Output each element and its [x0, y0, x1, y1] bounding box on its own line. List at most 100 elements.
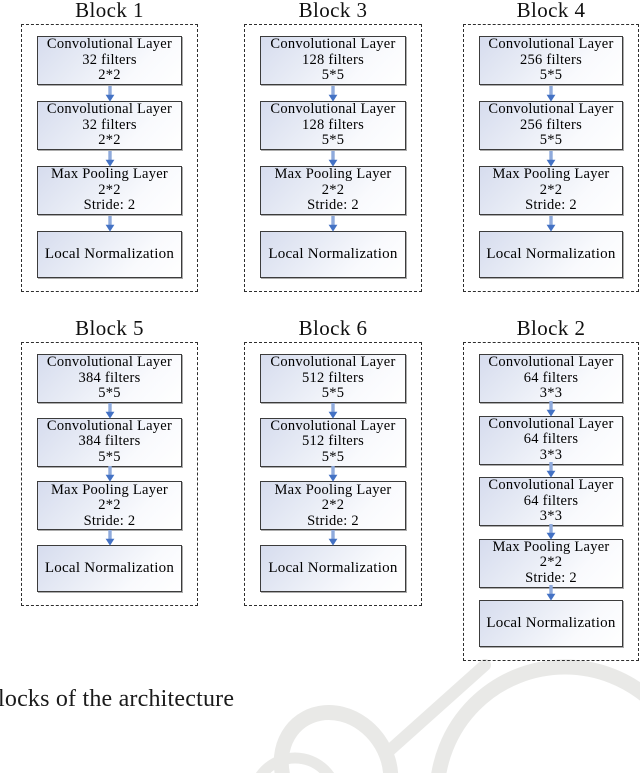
layer-line: Convolutional Layer	[488, 36, 614, 53]
layer-line: 5*5	[98, 385, 121, 402]
layer-line: 5*5	[98, 448, 121, 465]
down-arrow-icon	[37, 150, 182, 167]
down-arrow-icon	[37, 530, 182, 546]
layer-box: Local Normalization	[37, 545, 182, 593]
layer-box: Local Normalization	[479, 231, 623, 278]
preproof-watermark-fragment	[255, 659, 640, 773]
down-arrow-icon	[37, 85, 182, 102]
layer-line: 32 filters	[82, 51, 137, 68]
layer-line: Local Normalization	[44, 245, 175, 262]
layer-line: 64 filters	[523, 369, 579, 386]
layer-line: Convolutional Layer	[270, 418, 396, 435]
layer-line: 2*2	[539, 181, 563, 198]
layer-line: 5*5	[539, 132, 563, 149]
layer-line: 3*3	[539, 508, 563, 525]
block-title: Block 3	[298, 0, 368, 22]
layer-line: Max Pooling Layer	[492, 538, 610, 555]
layer-line: 256 filters	[520, 116, 582, 133]
layer-line: 32 filters	[82, 116, 137, 133]
layer-line: 384 filters	[78, 369, 141, 386]
block-title: Block 2	[516, 316, 586, 340]
layer-line: 5*5	[321, 385, 345, 402]
layer-line: Convolutional Layer	[488, 415, 614, 432]
block-title: Block 5	[75, 316, 144, 340]
layer-line: 5*5	[321, 67, 345, 84]
layer-line: Max Pooling Layer	[274, 166, 392, 183]
layer-box: Local Normalization	[260, 231, 406, 278]
layer-line: 3*3	[539, 446, 563, 463]
block-title: Block 1	[75, 0, 144, 22]
block-title: Block 6	[298, 316, 368, 340]
down-arrow-icon	[37, 466, 182, 482]
layer-line: Max Pooling Layer	[274, 481, 392, 498]
down-arrow-icon	[260, 466, 406, 482]
down-arrow-icon	[260, 215, 406, 232]
layer-line: Stride: 2	[525, 197, 577, 214]
layer-line: 2*2	[98, 497, 121, 514]
layer-line: 5*5	[539, 67, 563, 84]
layer-line: 256 filters	[520, 51, 582, 68]
layer-line: 512 filters	[302, 369, 364, 386]
layer-line: 128 filters	[302, 51, 364, 68]
layer-line: Convolutional Layer	[46, 418, 173, 435]
layer-line: 64 filters	[523, 431, 579, 448]
layer-line: Convolutional Layer	[46, 101, 173, 118]
layer-line: Local Normalization	[268, 559, 398, 576]
layer-line: Max Pooling Layer	[50, 166, 168, 183]
down-arrow-icon	[479, 523, 623, 540]
layer-box: Local Normalization	[37, 231, 182, 278]
layer-line: Local Normalization	[44, 559, 175, 576]
layer-line: 2*2	[539, 554, 563, 571]
layer-line: Convolutional Layer	[488, 477, 614, 494]
layer-line: 2*2	[98, 67, 121, 84]
layer-line: Convolutional Layer	[46, 354, 173, 371]
layer-line: 5*5	[321, 132, 345, 149]
layer-line: 3*3	[539, 385, 563, 402]
layer-line: Stride: 2	[83, 197, 136, 214]
layer-box: Local Normalization	[479, 600, 623, 647]
layer-line: 2*2	[321, 497, 345, 514]
layer-line: Max Pooling Layer	[492, 166, 610, 183]
layer-line: Stride: 2	[307, 512, 359, 529]
layer-line: Local Normalization	[486, 614, 616, 631]
layer-line: 64 filters	[523, 492, 579, 509]
layer-line: Local Normalization	[268, 245, 398, 262]
down-arrow-icon	[479, 150, 623, 167]
layer-line: 512 filters	[302, 433, 364, 450]
down-arrow-icon	[479, 400, 623, 417]
down-arrow-icon	[479, 462, 623, 478]
layer-line: Local Normalization	[486, 245, 616, 262]
layer-line: 2*2	[321, 181, 345, 198]
layer-line: 5*5	[321, 448, 345, 465]
figure-caption: locks of the architecture	[0, 686, 235, 712]
layer-line: Stride: 2	[83, 512, 136, 529]
layer-line: 384 filters	[78, 433, 141, 450]
down-arrow-icon	[479, 215, 623, 232]
